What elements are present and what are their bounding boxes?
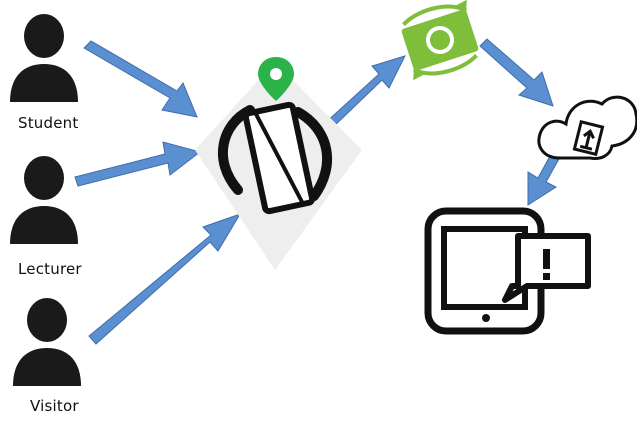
arrow-lecturer-to-phone <box>74 141 202 187</box>
arrow-sync-to-cloud <box>479 38 554 107</box>
person-icon <box>13 298 81 386</box>
actor-label-visitor: Visitor <box>30 397 79 415</box>
person-icon <box>10 14 78 102</box>
location-pin-icon <box>258 57 294 101</box>
arrow-student-to-phone <box>83 40 198 118</box>
sync-money-icon <box>401 0 479 81</box>
person-icon <box>10 156 78 244</box>
tablet-notification-icon <box>424 207 591 335</box>
arrow-visitor-to-phone <box>88 213 242 345</box>
phone-rotate-icon <box>218 101 332 215</box>
flow-arrows <box>74 38 565 345</box>
cloud-upload-icon <box>537 95 637 160</box>
arrow-phone-to-sync <box>323 55 406 131</box>
actor-label-student: Student <box>18 114 79 132</box>
phone-device-group <box>195 57 362 270</box>
actor-label-lecturer: Lecturer <box>18 260 82 278</box>
